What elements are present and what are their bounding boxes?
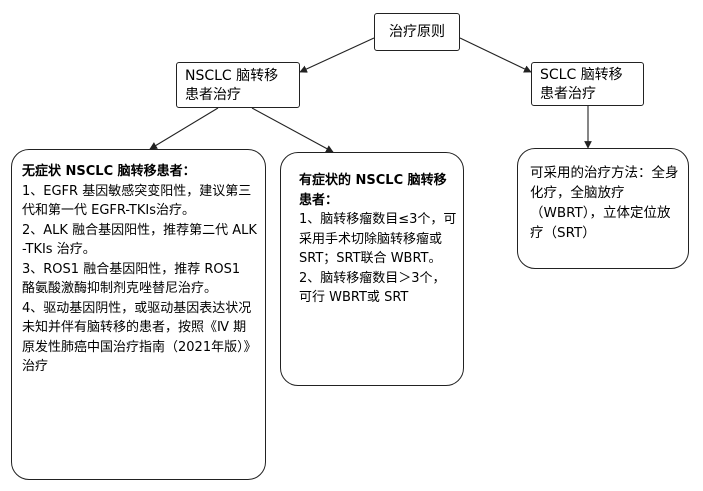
nsclc-node: NSCLC 脑转移患者治疗 — [176, 62, 300, 108]
asymptomatic-title: 无症状 NSCLC 脑转移患者： — [22, 164, 196, 179]
symptomatic-item-2: 2、脑转移瘤数目＞3个，可行 WBRT或 SRT — [299, 270, 446, 306]
sclc-treatment-box: 可采用的治疗方法：全身化疗，全脑放疗（WBRT），立体定位放疗（SRT） — [517, 148, 689, 269]
sclc-treatment-text: 可采用的治疗方法：全身化疗，全脑放疗（WBRT），立体定位放疗（SRT） — [530, 165, 679, 241]
asymptomatic-item-4: 4、驱动基因阴性，或驱动基因表达状况未知并伴有脑转移的患者，按照《Ⅳ 期原发性肺… — [22, 300, 257, 375]
asymptomatic-item-3: 3、ROS1 融合基因阳性，推荐 ROS1 酪氨酸激酶抑制剂克唑替尼治疗。 — [22, 261, 241, 297]
asymptomatic-item-2: 2、ALK 融合基因阳性，推荐第二代 ALK -TKIs 治疗。 — [22, 222, 257, 258]
asymptomatic-item-1: 1、EGFR 基因敏感突变阳性，建议第三代和第一代 EGFR-TKIs治疗。 — [22, 183, 252, 219]
root-node-treatment-principle: 治疗原则 — [374, 13, 460, 51]
arrow-nsclc-to-symptomatic — [251, 107, 334, 153]
root-node-label: 治疗原则 — [389, 23, 445, 40]
symptomatic-nsclc-box: 有症状的 NSCLC 脑转移患者： 1、脑转移瘤数目≤3个，可采用手术切除脑转移… — [280, 152, 464, 386]
symptomatic-item-1: 1、脑转移瘤数目≤3个，可采用手术切除脑转移瘤或SRT；SRT联合 WBRT。 — [299, 212, 457, 266]
asymptomatic-nsclc-box: 无症状 NSCLC 脑转移患者： 1、EGFR 基因敏感突变阳性，建议第三代和第… — [11, 149, 266, 480]
arrow-root-to-sclc — [459, 37, 532, 73]
sclc-node-label: SCLC 脑转移患者治疗 — [540, 67, 623, 102]
sclc-node: SCLC 脑转移患者治疗 — [531, 62, 644, 106]
arrow-nsclc-to-asymptomatic — [149, 107, 219, 150]
symptomatic-title: 有症状的 NSCLC 脑转移患者： — [299, 173, 447, 208]
arrow-root-to-nsclc — [299, 37, 375, 73]
nsclc-node-label: NSCLC 脑转移患者治疗 — [185, 68, 279, 103]
